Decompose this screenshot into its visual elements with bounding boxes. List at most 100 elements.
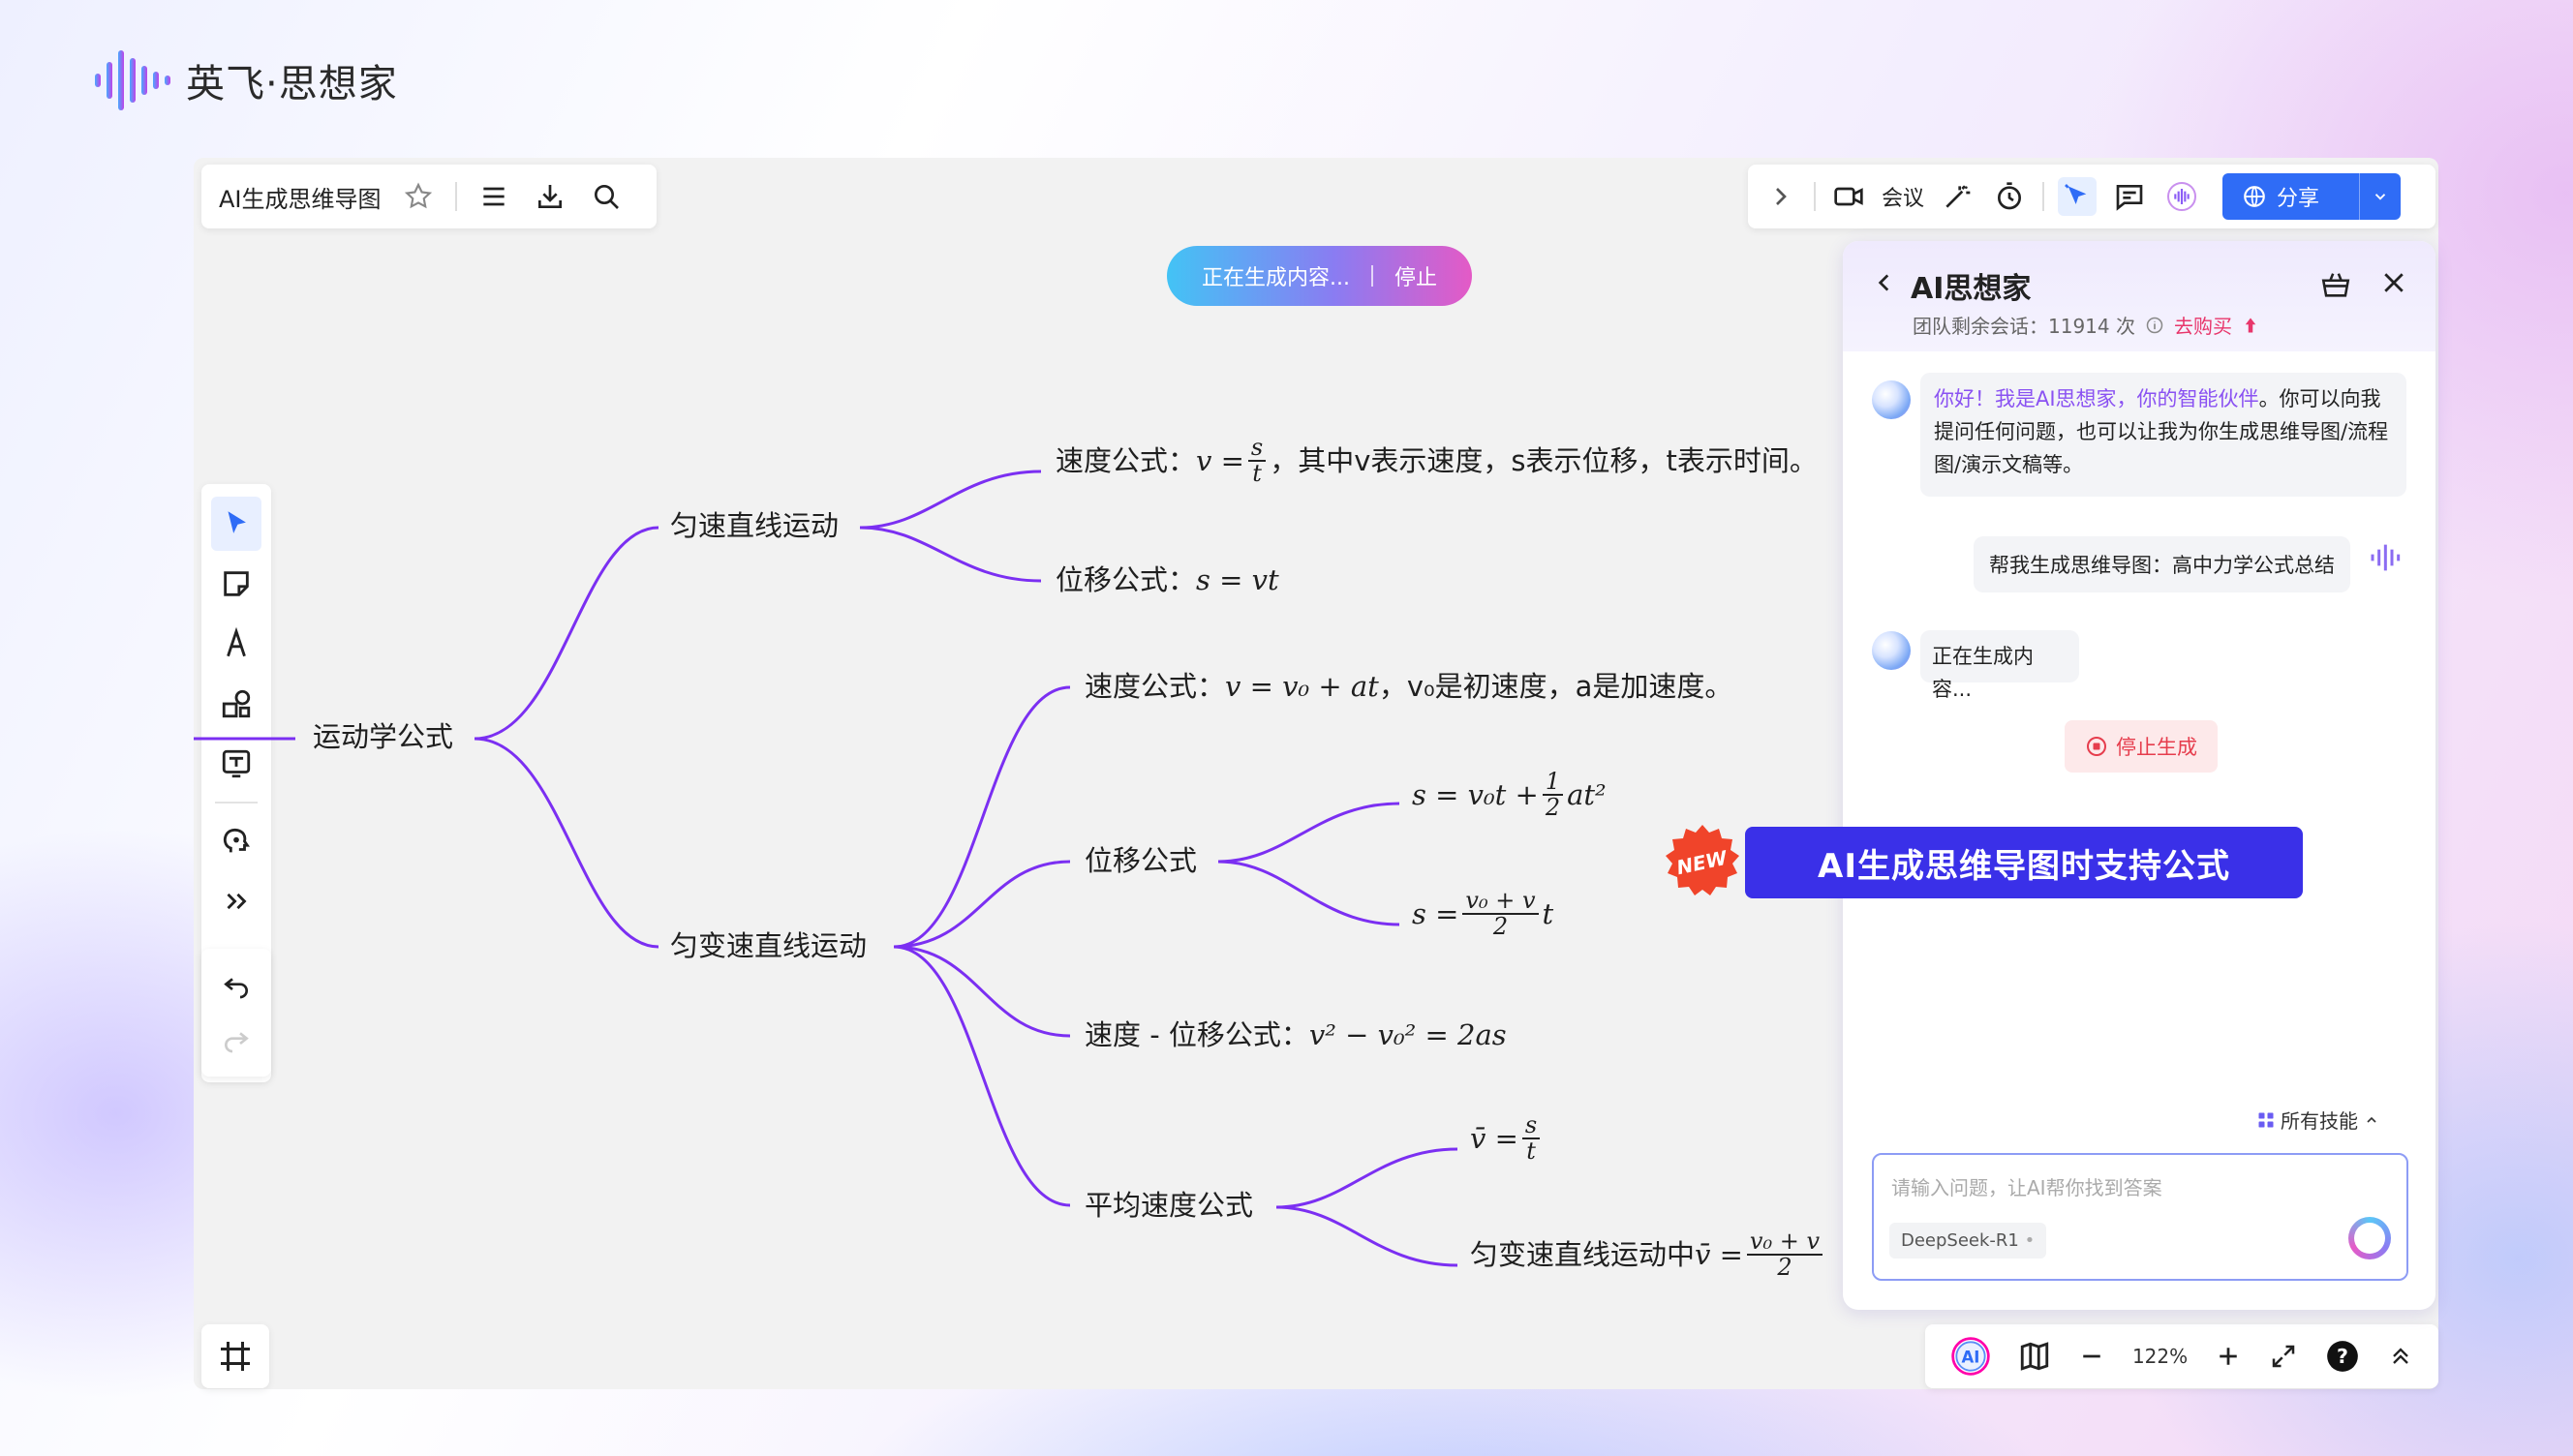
formula: v² − v₀² = 2as <box>1308 1018 1507 1051</box>
formula-lhs: v = <box>1196 443 1244 477</box>
formula-support-banner: AI生成思维导图时支持公式 <box>1745 827 2303 898</box>
voice-wave-icon[interactable] <box>2368 541 2406 574</box>
search-icon[interactable] <box>587 177 626 216</box>
basket-icon[interactable] <box>2319 268 2352 301</box>
select-tool[interactable] <box>211 497 261 551</box>
buy-link[interactable]: 去购买 <box>2173 315 2232 338</box>
formula: s = vt <box>1196 563 1279 596</box>
fullscreen-icon[interactable] <box>2269 1342 2298 1371</box>
stop-generation-label: 停止生成 <box>2116 736 2197 759</box>
pen-tool[interactable] <box>211 617 261 671</box>
formula-lhs: v̄ = <box>1470 1121 1518 1155</box>
undo-icon <box>224 978 248 999</box>
accelerated-motion-node[interactable]: 匀变速直线运动 <box>670 929 868 962</box>
average-velocity-node[interactable]: 平均速度公式 <box>1085 1189 1254 1222</box>
accel-displacement-node[interactable]: 位移公式 <box>1085 844 1198 877</box>
bot-greeting-message: 你好！我是AI思想家，你的智能伙伴。你可以向我提问任何问题，也可以让我为你生成思… <box>1920 373 2406 497</box>
laser-pointer-icon[interactable] <box>2058 177 2098 216</box>
help-icon[interactable]: ? <box>2324 1338 2361 1375</box>
sticky-note-icon <box>224 571 249 596</box>
frame-tool[interactable] <box>201 1324 269 1388</box>
map-icon[interactable] <box>2018 1340 2051 1373</box>
chevron-down-icon <box>2374 194 2386 200</box>
user-message: 帮我生成思维导图：高中力学公式总结 <box>1974 536 2350 592</box>
ai-panel-header: AI思想家 团队剩余会话：11914 次 去购买 <box>1843 241 2435 351</box>
stop-button[interactable]: 停止 <box>1394 266 1437 290</box>
share-button[interactable]: 分享 <box>2222 173 2402 220</box>
document-title[interactable]: AI生成思维导图 <box>219 185 382 213</box>
upgrade-arrow-icon <box>2245 318 2256 332</box>
download-icon[interactable] <box>531 177 569 216</box>
divider <box>1814 182 1816 211</box>
zoom-out-icon[interactable] <box>2077 1342 2106 1371</box>
description: ，v₀是初速度，a是加速度。 <box>1378 670 1733 703</box>
greeting-highlight: 你好！我是AI思想家，你的智能伙伴 <box>1934 387 2259 410</box>
root-node[interactable]: 运动学公式 <box>313 720 454 753</box>
star-icon[interactable] <box>399 177 438 216</box>
accel-speed-formula-node[interactable]: 速度公式：v = v₀ + at，v₀是初速度，a是加速度。 <box>1085 670 1732 704</box>
denominator: 2 <box>1492 913 1509 941</box>
description: ，其中v表示速度，s表示位移，t表示时间。 <box>1270 443 1818 477</box>
ai-brain-tool[interactable] <box>211 814 261 868</box>
model-selector[interactable]: DeepSeek-R1 • <box>1889 1223 2047 1259</box>
redo-button[interactable] <box>211 1013 261 1067</box>
history-toolbar <box>201 949 271 1077</box>
ai-question-input[interactable]: 请输入问题，让AI帮你找到答案 DeepSeek-R1 • <box>1872 1153 2408 1281</box>
bot-status-text: 正在生成内容... <box>1932 645 2034 701</box>
text-tool[interactable] <box>211 737 261 791</box>
undo-button[interactable] <box>211 958 261 1013</box>
formula-lhs: v̄ = <box>1695 1237 1743 1271</box>
bot-status-message: 正在生成内容... <box>1920 630 2079 701</box>
shape-tool[interactable] <box>211 677 261 731</box>
all-skills-toggle[interactable]: 所有技能 <box>2257 1106 2379 1134</box>
input-placeholder: 请输入问题，让AI帮你找到答案 <box>1891 1176 2162 1199</box>
model-dot-icon: • <box>2024 1230 2036 1251</box>
close-icon[interactable] <box>2379 268 2408 297</box>
ai-assistant-icon[interactable]: AI <box>1949 1335 1992 1378</box>
formula: v = v₀ + at <box>1225 670 1379 703</box>
ai-panel-title: AI思想家 <box>1911 272 2032 306</box>
video-meeting-icon[interactable] <box>1829 177 1868 216</box>
model-name: DeepSeek-R1 <box>1901 1230 2019 1251</box>
velocity-displacement-formula-node[interactable]: 速度 - 位移公式：v² − v₀² = 2as <box>1085 1018 1507 1052</box>
numerator: 1 <box>1542 769 1564 797</box>
collapse-up-icon[interactable] <box>2387 1343 2414 1370</box>
greeting-text: 。你可以向我提问任何问题，也可以让我为你生成思维导图/流程图/演示文稿等。 <box>1934 387 2389 476</box>
uniform-motion-node[interactable]: 匀速直线运动 <box>670 509 840 542</box>
shapes-icon <box>222 689 251 718</box>
uniform-displacement-formula-node[interactable]: 位移公式：s = vt <box>1056 563 1279 597</box>
stop-generation-button[interactable]: 停止生成 <box>2065 720 2218 773</box>
meeting-label[interactable]: 会议 <box>1882 187 1925 211</box>
brand-wave-icon <box>95 50 170 110</box>
menu-icon[interactable] <box>475 177 513 216</box>
magic-wand-icon[interactable] <box>1938 177 1976 216</box>
back-arrow-icon[interactable] <box>1872 270 1897 295</box>
top-right-toolbar: 会议 分享 <box>1748 165 2435 228</box>
redo-icon <box>225 1032 249 1053</box>
formula-rhs: t <box>1542 896 1554 930</box>
zoom-level[interactable]: 122% <box>2131 1345 2189 1368</box>
zoom-in-icon[interactable] <box>2214 1342 2243 1371</box>
info-icon[interactable] <box>2145 316 2164 335</box>
ai-voice-icon[interactable] <box>2162 177 2201 216</box>
stop-circle-icon <box>2087 737 2106 756</box>
brand-name: 英飞·思想家 <box>186 62 398 106</box>
timer-icon[interactable] <box>1990 177 2029 216</box>
chevron-right-icon[interactable] <box>1761 177 1800 216</box>
send-icon[interactable] <box>2348 1217 2391 1259</box>
more-tools[interactable] <box>211 874 261 928</box>
sticky-note-tool[interactable] <box>211 557 261 611</box>
share-dropdown-button[interactable] <box>2359 173 2401 220</box>
comment-icon[interactable] <box>2110 177 2149 216</box>
ai-assistant-panel: AI思想家 团队剩余会话：11914 次 去购买 你好！我是AI思想家，你的智能… <box>1843 241 2435 1310</box>
